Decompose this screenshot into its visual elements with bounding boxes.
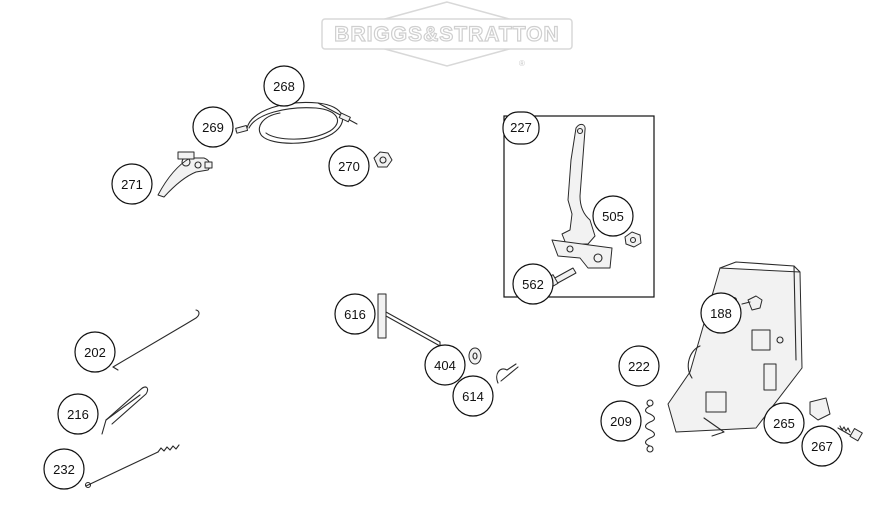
- callout-188: 188: [700, 292, 742, 334]
- callout-404-label: 404: [434, 358, 456, 373]
- watermark-registered-mark: ®: [519, 59, 525, 68]
- callout-270: 270: [328, 145, 370, 187]
- callout-209: 209: [600, 400, 642, 442]
- callout-188-label: 188: [710, 306, 732, 321]
- callout-614-label: 614: [462, 389, 484, 404]
- callout-562: 562: [512, 263, 554, 305]
- callout-222-label: 222: [628, 359, 650, 374]
- part-404-washer: [468, 347, 482, 365]
- part-616-control-shaft: [377, 293, 441, 347]
- callout-404: 404: [424, 344, 466, 386]
- part-209-spring: [644, 399, 656, 453]
- part-267-screw: [837, 425, 863, 442]
- callout-265-label: 265: [773, 416, 795, 431]
- part-614-cotter-pin: [496, 363, 519, 384]
- callout-268-label: 268: [273, 79, 295, 94]
- callout-227-label: 227: [510, 120, 532, 135]
- callout-505: 505: [592, 195, 634, 237]
- assembly-227-frame: [503, 115, 655, 298]
- callout-209-label: 209: [610, 414, 632, 429]
- callout-614: 614: [452, 375, 494, 417]
- callout-269: 269: [192, 106, 234, 148]
- callout-562-label: 562: [522, 277, 544, 292]
- callout-232-label: 232: [53, 462, 75, 477]
- callout-202-label: 202: [84, 345, 106, 360]
- callout-232: 232: [43, 448, 85, 490]
- callout-616: 616: [334, 293, 376, 335]
- part-222-control-bracket: [667, 261, 803, 437]
- part-188-screw: [741, 295, 763, 311]
- callout-269-label: 269: [202, 120, 224, 135]
- callout-202: 202: [74, 331, 116, 373]
- callout-616-label: 616: [344, 307, 366, 322]
- part-270-hex-nut: [373, 151, 393, 168]
- callout-271-label: 271: [121, 177, 143, 192]
- part-271-cable-clamp: [157, 151, 213, 198]
- callout-265: 265: [763, 402, 805, 444]
- callout-227: 227: [502, 111, 540, 145]
- callout-268: 268: [263, 65, 305, 107]
- part-202-governor-rod: [112, 309, 200, 371]
- watermark-brand-text: BRIGGS&STRATTON: [334, 23, 559, 46]
- callout-216-label: 216: [67, 407, 89, 422]
- part-265-clip: [809, 397, 831, 421]
- callout-267: 267: [801, 425, 843, 467]
- callout-267-label: 267: [811, 439, 833, 454]
- watermark-banner: [321, 18, 573, 50]
- callout-271: 271: [111, 163, 153, 205]
- callout-270-label: 270: [338, 159, 360, 174]
- part-232-spring-rod: [84, 444, 180, 489]
- callout-216: 216: [57, 393, 99, 435]
- part-216-link: [101, 386, 149, 435]
- part-268-control-cable: [235, 101, 358, 144]
- callout-505-label: 505: [602, 209, 624, 224]
- part-227-control-lever-assembly: [503, 115, 655, 298]
- callout-222: 222: [618, 345, 660, 387]
- brand-watermark: BRIGGS&STRATTON ®: [321, 1, 573, 68]
